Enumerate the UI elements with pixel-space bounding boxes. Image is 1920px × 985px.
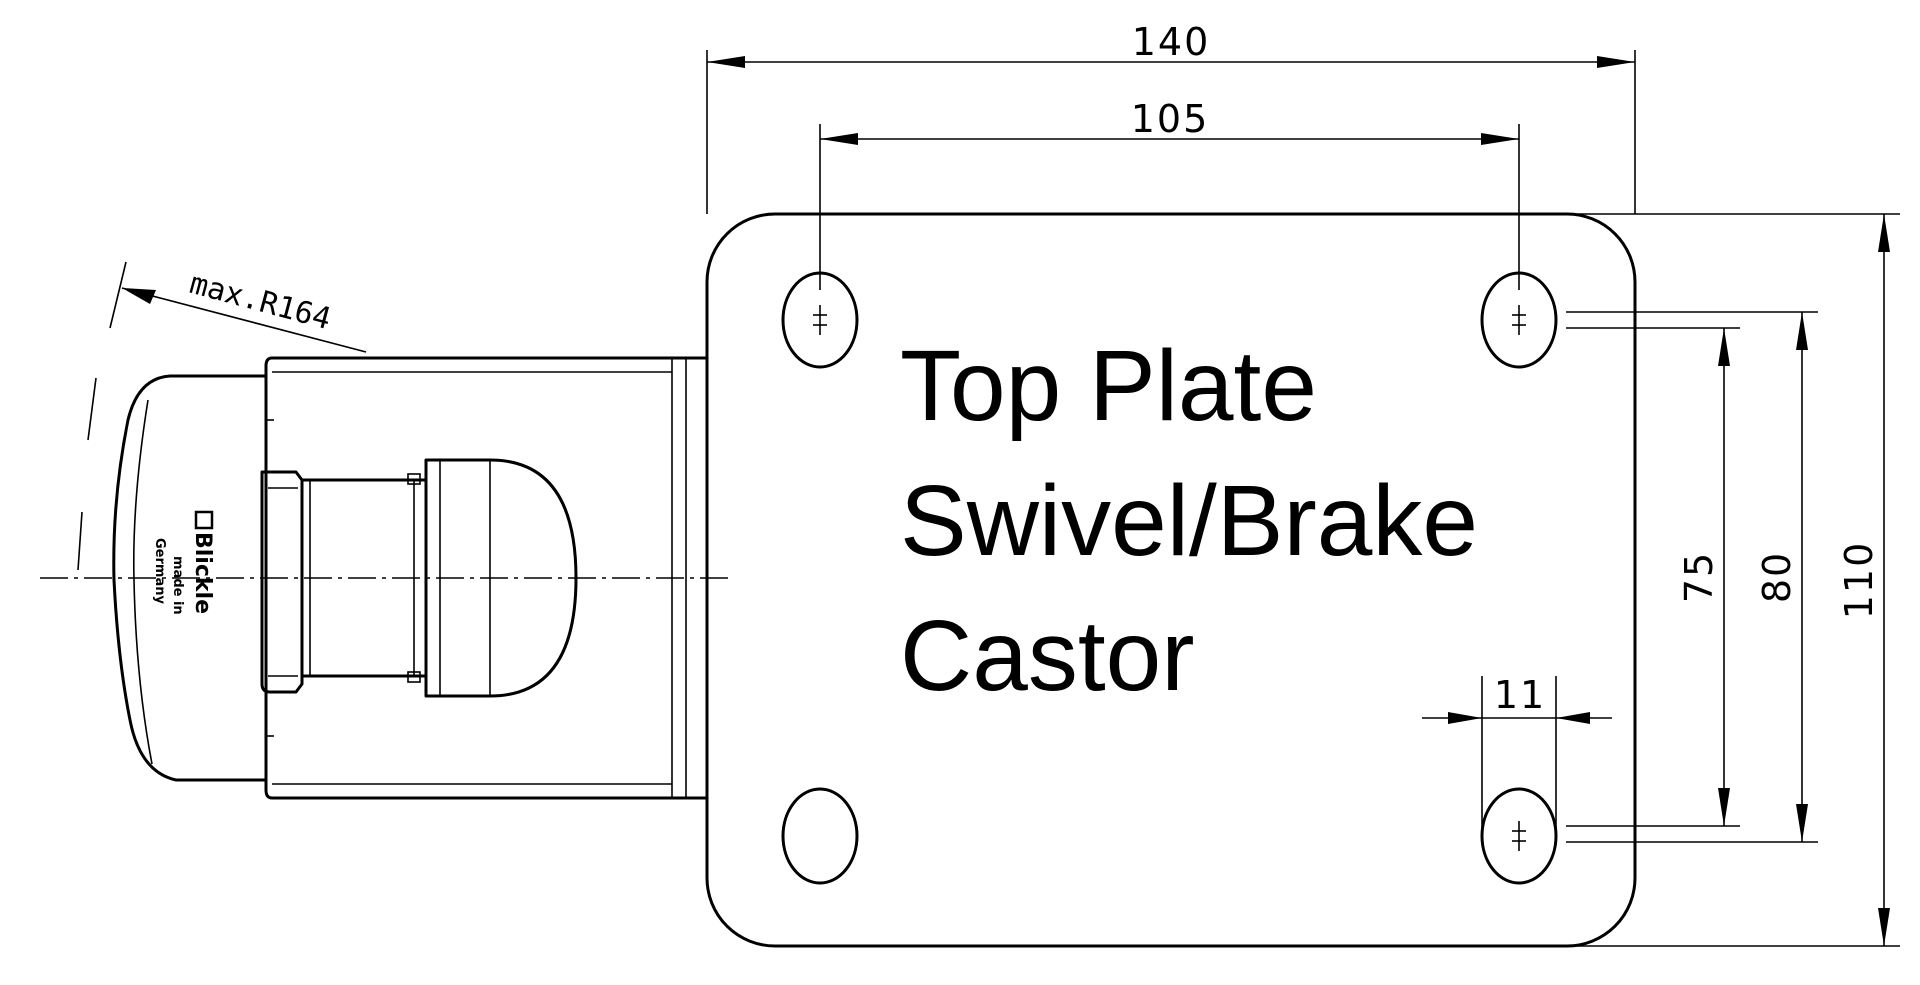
dimension-slot-width: 11 xyxy=(1422,673,1612,840)
dimension-hole-outer-y-label: 80 xyxy=(1755,551,1799,603)
product-title: Top Plate Swivel/Brake Castor xyxy=(900,330,1478,712)
brand-name: Blickle xyxy=(190,532,215,614)
title-line-1: Top Plate xyxy=(900,330,1317,442)
dimension-hole-spacing-x-label: 105 xyxy=(1131,97,1210,141)
dimension-slot-width-label: 11 xyxy=(1494,673,1546,717)
title-line-3: Castor xyxy=(900,600,1195,712)
dimension-hole-spacing-y-label: 75 xyxy=(1677,551,1721,603)
title-line-2: Swivel/Brake xyxy=(900,465,1478,577)
dimension-overall-width-label: 140 xyxy=(1132,20,1211,64)
brand-origin-line1: made in xyxy=(170,556,185,615)
brake-pedal xyxy=(112,374,268,782)
brake-radius-annotation: max.R164 xyxy=(77,261,367,571)
dimension-hole-spacing-y: 75 xyxy=(1566,327,1740,827)
mounting-hole-bottom-left xyxy=(781,787,859,885)
dimension-hole-spacing-x: 105 xyxy=(819,97,1520,290)
top-plate-outline xyxy=(705,212,1637,948)
brand-logo: Blickle made in Germany xyxy=(152,510,215,615)
brand-origin-line2: Germany xyxy=(152,538,167,604)
dimension-overall-width: 140 xyxy=(706,20,1636,214)
dimension-hole-outer-y: 80 xyxy=(1566,311,1818,843)
mounting-hole-bottom-right xyxy=(1480,787,1558,885)
brake-radius-label: max.R164 xyxy=(186,266,335,337)
dimension-overall-height-label: 110 xyxy=(1837,541,1881,620)
dimension-overall-height: 110 xyxy=(1575,213,1900,947)
top-plate xyxy=(705,212,1637,948)
